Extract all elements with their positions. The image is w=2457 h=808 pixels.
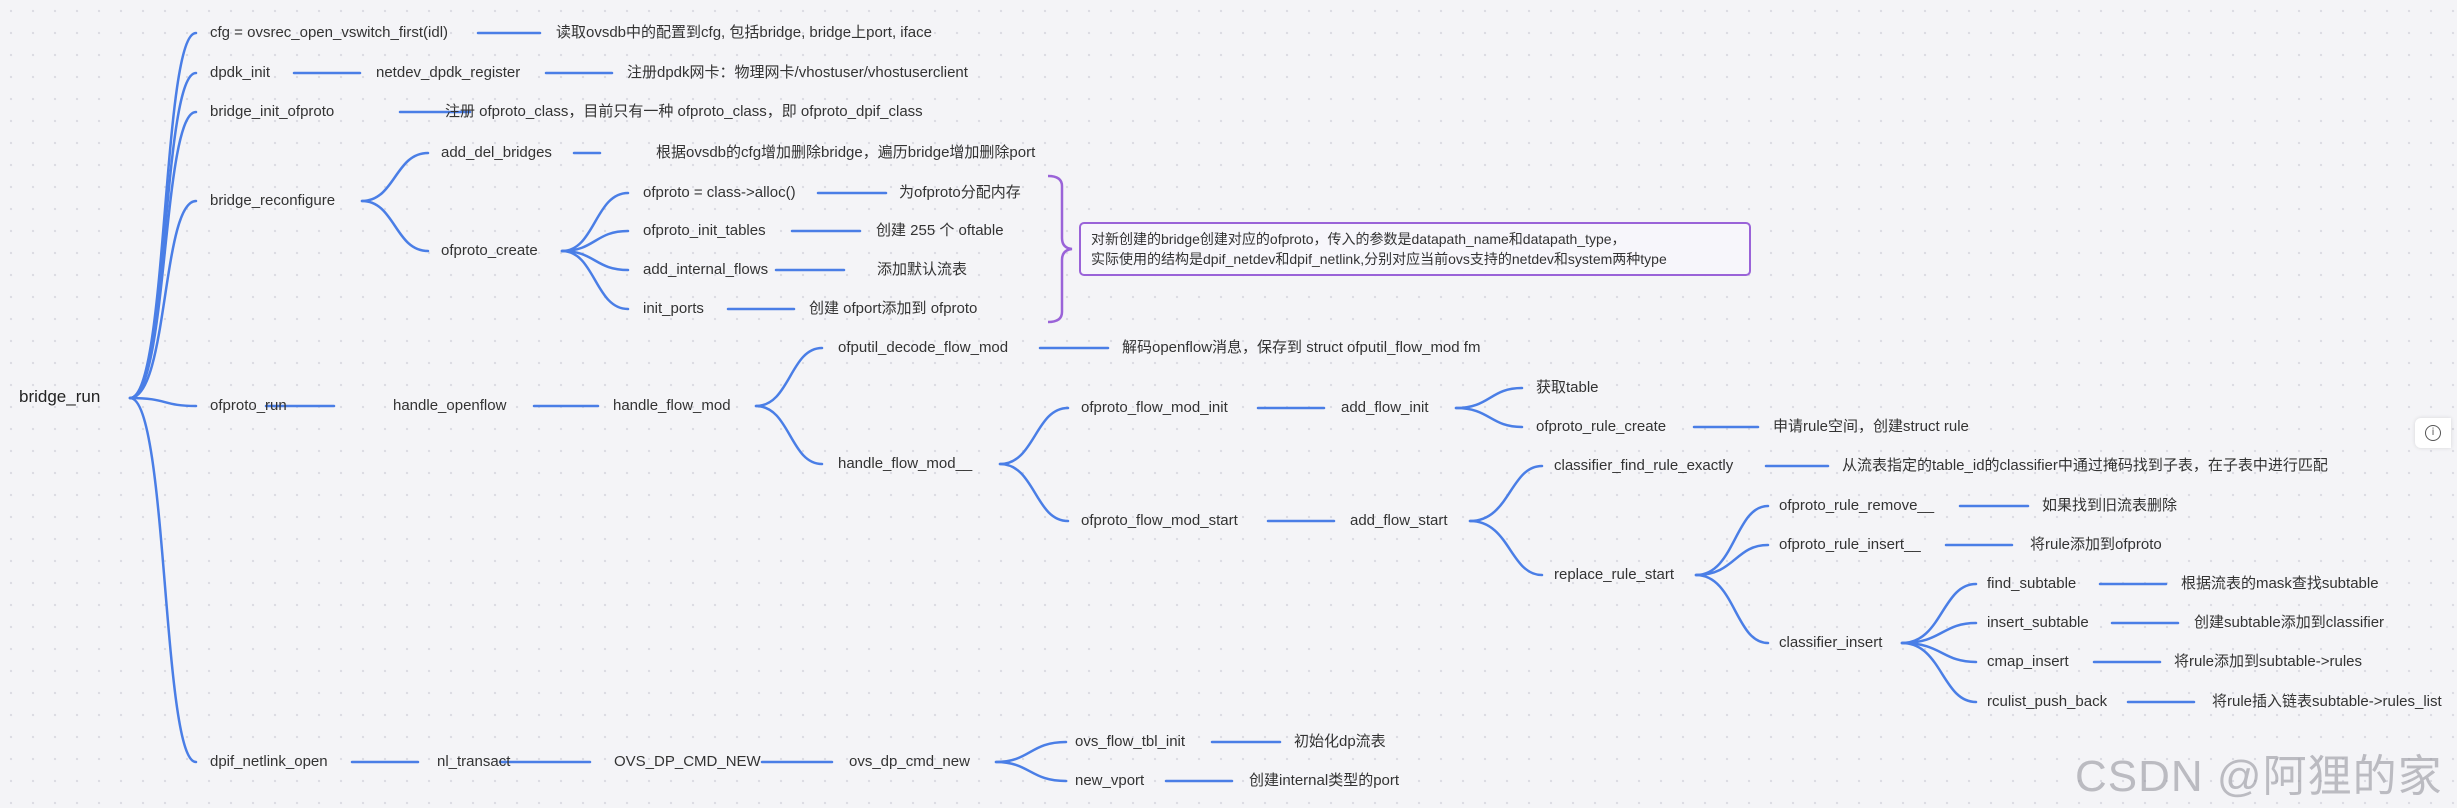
node-rule-remove[interactable]: ofproto_rule_remove__: [1779, 497, 1935, 514]
node-fm-init[interactable]: ofproto_flow_mod_init: [1081, 399, 1228, 416]
ofproto-create-note: 对新创建的bridge创建对应的ofproto，传入的参数是datapath_n…: [1079, 222, 1751, 276]
node-init-tables-desc[interactable]: 创建 255 个 oftable: [876, 222, 1004, 239]
node-get-table[interactable]: 获取table: [1536, 379, 1599, 396]
node-bridge-reconfigure[interactable]: bridge_reconfigure: [210, 192, 336, 209]
node-adb-desc[interactable]: 根据ovsdb的cfg增加删除bridge，遍历bridge增加删除port: [656, 144, 1036, 161]
node-cfg[interactable]: cfg = ovsrec_open_vswitch_first(idl): [210, 24, 449, 41]
node-new-vport-desc[interactable]: 创建internal类型的port: [1249, 772, 1400, 789]
node-insert-subtable-desc[interactable]: 创建subtable添加到classifier: [2194, 614, 2385, 631]
node-ovs-dp-cmd-new[interactable]: ovs_dp_cmd_new: [849, 753, 970, 770]
node-add-del-bridges[interactable]: add_del_bridges: [441, 144, 552, 161]
node-ofproto-run[interactable]: ofproto_run: [210, 397, 287, 414]
node-handle-openflow[interactable]: handle_openflow: [393, 397, 507, 414]
node-init-ports-desc[interactable]: 创建 ofport添加到 ofproto: [809, 300, 978, 317]
node-rule-create-desc[interactable]: 申请rule空间，创建struct rule: [1773, 418, 1969, 435]
node-bridge-init-ofproto[interactable]: bridge_init_ofproto: [210, 103, 335, 120]
node-add-internal-flows[interactable]: add_internal_flows: [643, 261, 769, 278]
node-alloc[interactable]: ofproto = class->alloc(): [643, 184, 796, 201]
node-find-subtable[interactable]: find_subtable: [1987, 575, 2077, 592]
node-nl-transact[interactable]: nl_transact: [437, 753, 511, 770]
node-cmap-insert-desc[interactable]: 将rule添加到subtable->rules: [2174, 653, 2362, 670]
node-flow-tbl-init[interactable]: ovs_flow_tbl_init: [1075, 733, 1186, 750]
node-dpdk-desc[interactable]: 注册dpdk网卡：物理网卡/vhostuser/vhostuserclient: [627, 64, 968, 81]
node-rule-remove-desc[interactable]: 如果找到旧流表删除: [2042, 497, 2178, 514]
node-alloc-desc[interactable]: 为ofproto分配内存: [899, 184, 1021, 201]
node-netdev-dpdk-register[interactable]: netdev_dpdk_register: [376, 64, 521, 81]
node-decode-desc[interactable]: 解码openflow消息，保存到 struct ofputil_flow_mod…: [1122, 339, 1481, 356]
node-rule-create[interactable]: ofproto_rule_create: [1536, 418, 1667, 435]
node-rule-insert[interactable]: ofproto_rule_insert__: [1779, 536, 1921, 553]
node-cfg-desc[interactable]: 读取ovsdb中的配置到cfg, 包括bridge, bridge上port, …: [556, 24, 932, 41]
node-add-flow-start[interactable]: add_flow_start: [1350, 512, 1448, 529]
note-line-1: 对新创建的bridge创建对应的ofproto，传入的参数是datapath_n…: [1091, 231, 1626, 247]
node-handle-flow-mod-internal[interactable]: handle_flow_mod__: [838, 455, 973, 472]
node-ofproto-create[interactable]: ofproto_create: [441, 242, 538, 259]
node-rule-insert-desc[interactable]: 将rule添加到ofproto: [2030, 536, 2162, 553]
node-flow-tbl-init-desc[interactable]: 初始化dp流表: [1294, 733, 1386, 750]
node-cmap-insert[interactable]: cmap_insert: [1987, 653, 2069, 670]
node-classifier-insert[interactable]: classifier_insert: [1779, 634, 1883, 651]
node-init-tables[interactable]: ofproto_init_tables: [643, 222, 766, 239]
node-find-exactly-desc[interactable]: 从流表指定的table_id的classifier中通过掩码找到子表，在子表中进…: [1842, 457, 2328, 474]
node-fm-start[interactable]: ofproto_flow_mod_start: [1081, 512, 1238, 529]
info-icon: i: [2425, 425, 2441, 441]
info-button[interactable]: i: [2415, 418, 2451, 448]
node-add-flow-init[interactable]: add_flow_init: [1341, 399, 1429, 416]
note-line-2: 实际使用的结构是dpif_netdev和dpif_netlink,分别对应当前o…: [1091, 251, 1667, 267]
node-rculist[interactable]: rculist_push_back: [1987, 693, 2108, 710]
node-insert-subtable[interactable]: insert_subtable: [1987, 614, 2089, 631]
node-dpif-netlink-open[interactable]: dpif_netlink_open: [210, 753, 328, 770]
node-find-exactly[interactable]: classifier_find_rule_exactly: [1554, 457, 1734, 474]
node-replace-rule-start[interactable]: replace_rule_start: [1554, 566, 1675, 583]
node-rculist-desc[interactable]: 将rule插入链表subtable->rules_list: [2212, 693, 2442, 710]
node-bridge-run[interactable]: bridge_run: [19, 387, 101, 406]
node-find-subtable-desc[interactable]: 根据流表的mask查找subtable: [2181, 575, 2379, 592]
node-dpdk-init[interactable]: dpdk_init: [210, 64, 271, 81]
group-brace: [1047, 174, 1073, 324]
node-ovs-dp-cmd-new-const[interactable]: OVS_DP_CMD_NEW: [614, 753, 761, 770]
node-handle-flow-mod[interactable]: handle_flow_mod: [613, 397, 731, 414]
node-bio-desc[interactable]: 注册 ofproto_class，目前只有一种 ofproto_class，即 …: [445, 103, 923, 120]
node-init-ports[interactable]: init_ports: [643, 300, 704, 317]
watermark: CSDN @阿狸的家: [2075, 752, 2443, 801]
node-new-vport[interactable]: new_vport: [1075, 772, 1145, 789]
node-aif-desc[interactable]: 添加默认流表: [877, 261, 968, 278]
node-decode[interactable]: ofputil_decode_flow_mod: [838, 339, 1009, 356]
